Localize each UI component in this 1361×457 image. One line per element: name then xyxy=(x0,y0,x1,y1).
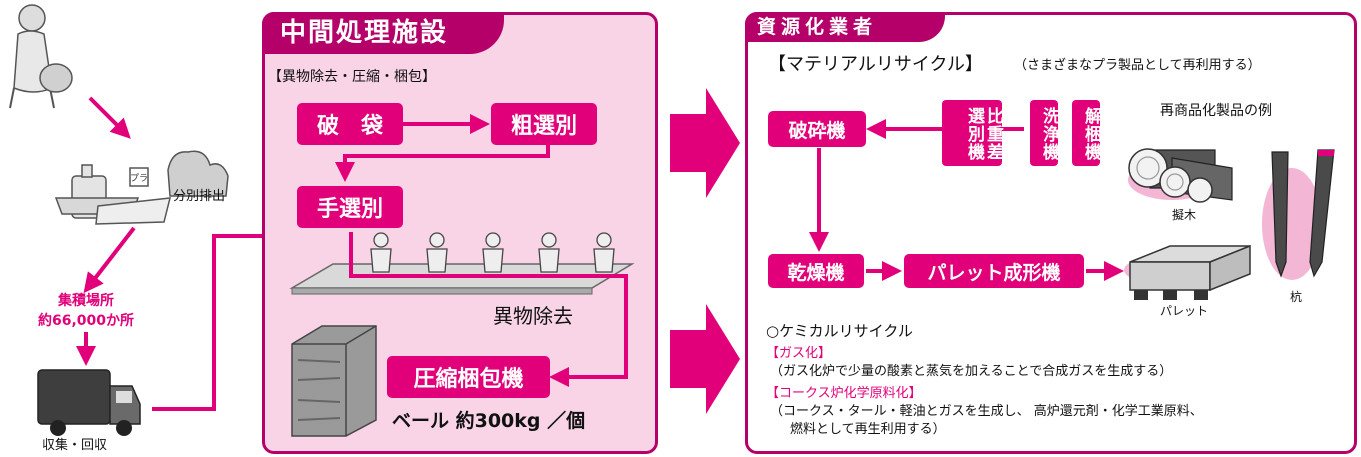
gasification-desc: （ガス化炉で少量の酸素と蒸気を加えることで合成ガスを生成する） xyxy=(770,364,1173,379)
bale-illustration xyxy=(291,325,377,437)
stake-product-illustration xyxy=(1262,149,1335,280)
workers-illustration xyxy=(370,232,615,273)
box-dryer: 乾燥機 xyxy=(768,254,864,288)
box-crusher: 破砕機 xyxy=(768,111,866,147)
product-stake-label: 杭 xyxy=(1290,290,1303,304)
gravity-separator-line1: 比重差 xyxy=(983,107,1003,161)
intermediate-facility-title: 中間処理施設 xyxy=(262,12,504,54)
intermediate-facility-subtitle: 【異物除去・圧縮・梱包】 xyxy=(268,69,436,85)
product-pallet-label: パレット xyxy=(1160,304,1209,318)
box-sosenbetsu: 粗選別 xyxy=(491,103,597,145)
person-illustration xyxy=(9,4,73,109)
conveyor-belt xyxy=(289,263,635,295)
sort-discharge-label: 分別排出 xyxy=(173,189,226,204)
line-truck-to-facility xyxy=(152,234,262,411)
arrow-person-to-sort xyxy=(88,96,131,139)
box-unbaler: 解梱機 xyxy=(1072,100,1101,166)
gravity-separator-line2: 選別機 xyxy=(964,107,984,161)
bale-weight-label: ベール 約300kg ／個 xyxy=(392,410,586,432)
box-hatai: 破 袋 xyxy=(297,103,403,145)
wood-product-illustration xyxy=(1128,148,1233,203)
coke-oven-desc-line1: （コークス・タール・軽油とガスを生成し、 高炉還元剤・化学工業原料、 xyxy=(770,404,1203,419)
product-examples-title: 再商品化製品の例 xyxy=(1160,103,1272,119)
material-recycling-note: （さまざまなプラ製品として再利用する） xyxy=(1014,58,1261,73)
gasification-title: 【ガス化】 xyxy=(766,346,832,361)
box-compressor: 圧縮梱包機 xyxy=(387,356,550,398)
big-arrow-bottom xyxy=(670,304,740,414)
chemical-recycling-title: ○ケミカルリサイクル xyxy=(766,322,913,340)
pallet-product-illustration xyxy=(1124,244,1251,300)
box-tesenbetsu: 手選別 xyxy=(297,186,403,228)
collection-label: 収集・回収 xyxy=(42,438,108,453)
recycler-panel xyxy=(745,12,1357,454)
box-gravity-separator: 比重差選別機 xyxy=(942,100,1003,166)
collection-point-count: 約66,000か所 xyxy=(37,313,135,329)
arrow-sosenbetsu-to-tesenbetsu xyxy=(335,144,550,182)
coke-oven-desc-line2: 燃料として再生利用する） xyxy=(790,422,946,437)
foreign-matter-removal-label: 異物除去 xyxy=(493,304,573,328)
big-arrow-top xyxy=(670,88,740,198)
recycler-title: 資源化業者 xyxy=(745,12,945,42)
box-pallet-molder: パレット成形機 xyxy=(904,254,1084,288)
svg-text:プラ: プラ xyxy=(130,173,148,184)
arrow-tesenbetsu-to-compressor xyxy=(349,232,628,387)
collection-point-label: 集積場所 xyxy=(58,293,114,309)
coke-oven-title: 【コークス炉化学原料化】 xyxy=(766,386,922,401)
garbage-truck-illustration xyxy=(37,369,141,436)
material-recycling-title: 【マテリアルリサイクル】 xyxy=(768,54,983,75)
box-washer: 洗浄機 xyxy=(1030,100,1059,166)
product-wood-label: 擬木 xyxy=(1172,208,1197,222)
sorted-trash-illustration: プラ xyxy=(54,150,229,225)
arrow-sort-to-collection xyxy=(83,226,136,294)
